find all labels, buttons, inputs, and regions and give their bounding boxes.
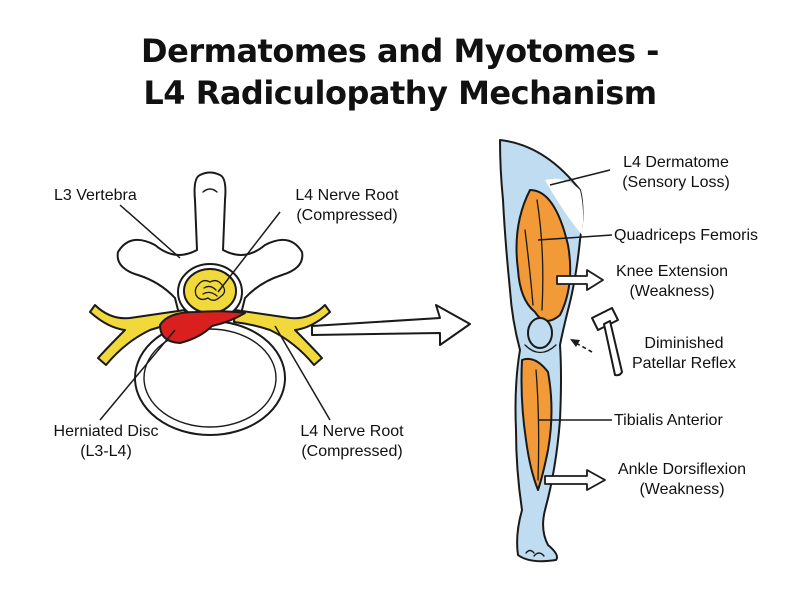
title-line-2: L4 Radiculopathy Mechanism [143, 74, 657, 112]
reflex-hammer-icon [591, 307, 623, 377]
title-line-1: Dermatomes and Myotomes - [141, 32, 659, 70]
nerve-roots [89, 304, 331, 366]
label-nerve-root-top-line-1: L4 Nerve Root [295, 187, 399, 204]
label-herniated-disc-line-2: (L3-L4) [80, 443, 132, 460]
reflex-tap-arrow [575, 342, 593, 353]
leader-nerve-root-top [217, 211, 281, 293]
spinal-cord [183, 268, 237, 314]
label-knee-extension: Knee Extension (Weakness) [608, 262, 736, 302]
nerve-root-right [233, 304, 331, 366]
leader-quadriceps [537, 234, 613, 241]
leg [499, 139, 584, 563]
spine-cross-section [89, 171, 331, 436]
label-l3-vertebra: L3 Vertebra [54, 186, 137, 206]
leader-lines [99, 169, 613, 421]
label-quadriceps-text: Quadriceps Femoris [614, 227, 759, 244]
label-herniated-disc-line-1: Herniated Disc [53, 423, 159, 440]
leader-nerve-root-bottom [274, 325, 331, 421]
mechanism-arrow [311, 304, 471, 346]
label-herniated-disc: Herniated Disc (L3-L4) [46, 422, 166, 462]
nerve-root-left [89, 304, 187, 366]
vertebral-body [134, 320, 286, 436]
label-quadriceps: Quadriceps Femoris [614, 226, 758, 246]
tibialis-anterior-muscle [520, 357, 553, 491]
diagram-title: Dermatomes and Myotomes - L4 Radiculopat… [0, 30, 800, 114]
leader-l3-vertebra [119, 204, 181, 259]
leader-dermatome [549, 169, 611, 186]
foot [525, 549, 545, 557]
label-dermatome-line-1: L4 Dermatome [623, 154, 729, 171]
spinous-process-detail [202, 188, 218, 193]
vertebral-arch [116, 171, 304, 319]
label-nerve-root-bottom-line-2: (Compressed) [301, 443, 403, 460]
label-nerve-root-bottom-line-1: L4 Nerve Root [300, 423, 404, 440]
label-dermatome-line-2: (Sensory Loss) [622, 174, 730, 191]
label-nerve-root-bottom: L4 Nerve Root (Compressed) [288, 422, 416, 462]
label-l3-vertebra-text: L3 Vertebra [54, 187, 137, 204]
label-knee-extension-line-2: (Weakness) [629, 283, 715, 300]
knee [524, 317, 557, 354]
label-knee-extension-line-1: Knee Extension [615, 263, 729, 280]
herniated-disc [159, 310, 246, 344]
label-nerve-root-top: L4 Nerve Root (Compressed) [282, 186, 412, 226]
ankle-dorsiflexion-arrow [544, 469, 606, 491]
label-tibialis: Tibialis Anterior [614, 411, 723, 431]
label-ankle-dorsiflexion-line-2: (Weakness) [639, 481, 725, 498]
label-dermatome: L4 Dermatome (Sensory Loss) [612, 153, 740, 193]
label-nerve-root-top-line-2: (Compressed) [296, 207, 398, 224]
knee-extension-arrow [556, 269, 604, 291]
label-ankle-dorsiflexion-line-1: Ankle Dorsiflexion [617, 461, 747, 478]
label-patellar-reflex-line-2: Patellar Reflex [631, 355, 737, 372]
label-ankle-dorsiflexion: Ankle Dorsiflexion (Weakness) [606, 460, 758, 500]
leader-herniated-disc [99, 329, 176, 421]
thigh-lateral-area [545, 178, 584, 235]
label-patellar-reflex-line-1: Diminished [644, 335, 724, 352]
label-patellar-reflex: Diminished Patellar Reflex [624, 334, 744, 374]
label-tibialis-text: Tibialis Anterior [614, 412, 723, 429]
